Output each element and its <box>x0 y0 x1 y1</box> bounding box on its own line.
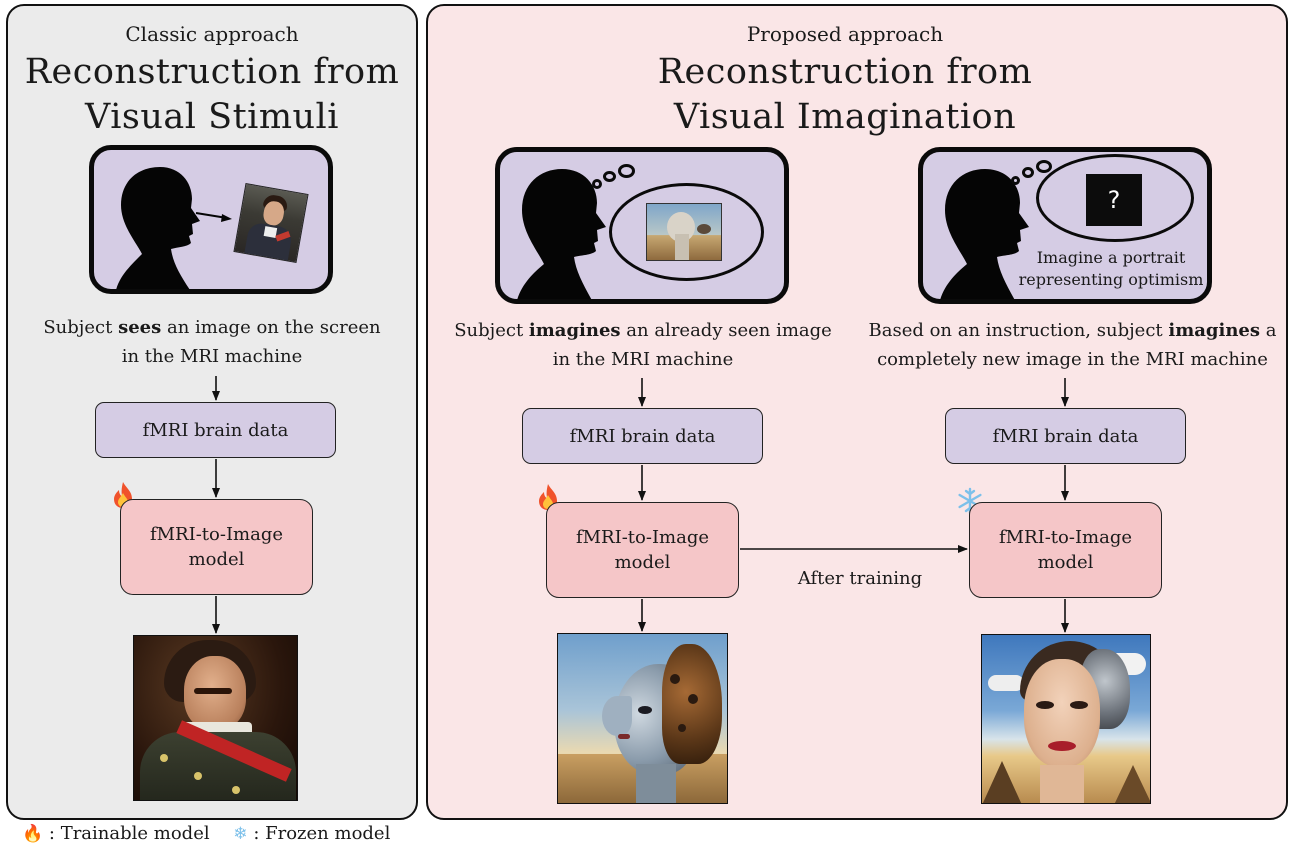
proposed-title-line2: Visual Imagination <box>673 97 1017 137</box>
unknown-image-placeholder: ? <box>1086 174 1142 226</box>
proposed-title: Reconstruction from Visual Imagination <box>426 50 1264 140</box>
thought-bubble-dot <box>592 179 602 189</box>
seen-reconstructed-image <box>557 633 728 804</box>
proposed-subtitle: Proposed approach <box>746 22 944 46</box>
thought-bubble-dot <box>1036 160 1052 173</box>
classic-viewing-scene <box>89 145 333 294</box>
new-fmri-data-box: fMRI brain data <box>945 408 1186 464</box>
classic-description: Subject sees an image on the screen in t… <box>43 317 381 367</box>
imagine-new-image-scene: ? Imagine a portrait representing optimi… <box>918 147 1212 304</box>
imagine-new-description: Based on an instruction, subject imagine… <box>868 320 1277 370</box>
seen-fmri-data-box: fMRI brain data <box>522 408 763 464</box>
imagine-seen-image-scene <box>495 147 789 304</box>
new-reconstructed-image <box>981 634 1151 804</box>
head-silhouette-icon <box>940 169 1029 299</box>
thought-bubble-dot <box>1022 167 1034 178</box>
classic-title-line2: Visual Stimuli <box>85 97 339 137</box>
proposed-title-line1: Reconstruction from <box>657 52 1033 92</box>
classic-reconstructed-image <box>133 635 298 801</box>
classic-subtitle: Classic approach <box>125 22 299 46</box>
head-silhouette-icon <box>116 167 232 289</box>
imagined-surreal-image <box>646 203 722 261</box>
legend: 🔥 : Trainable model ❄ : Frozen model <box>22 822 390 846</box>
imagination-instruction: Imagine a portrait representing optimism <box>1018 248 1204 289</box>
thought-bubble-dot <box>1011 176 1020 185</box>
thought-bubble-dot <box>603 171 616 182</box>
legend-trainable-label: : Trainable model <box>48 823 210 844</box>
thought-bubble-dot <box>618 164 635 178</box>
after-training-label: After training <box>797 568 923 589</box>
flame-icon: 🔥 <box>22 824 44 844</box>
thought-bubble: ? <box>1036 154 1194 242</box>
imagine-seen-description: Subject imagines an already seen image i… <box>454 320 832 370</box>
head-silhouette-icon <box>517 169 606 299</box>
classic-title: Reconstruction from Visual Stimuli <box>6 50 418 140</box>
thought-bubble <box>609 183 764 281</box>
classic-title-line1: Reconstruction from <box>24 52 400 92</box>
legend-frozen-label: : Frozen model <box>253 823 391 844</box>
classic-fmri-data-box: fMRI brain data <box>95 402 336 458</box>
snowflake-icon: ❄ <box>233 824 248 844</box>
